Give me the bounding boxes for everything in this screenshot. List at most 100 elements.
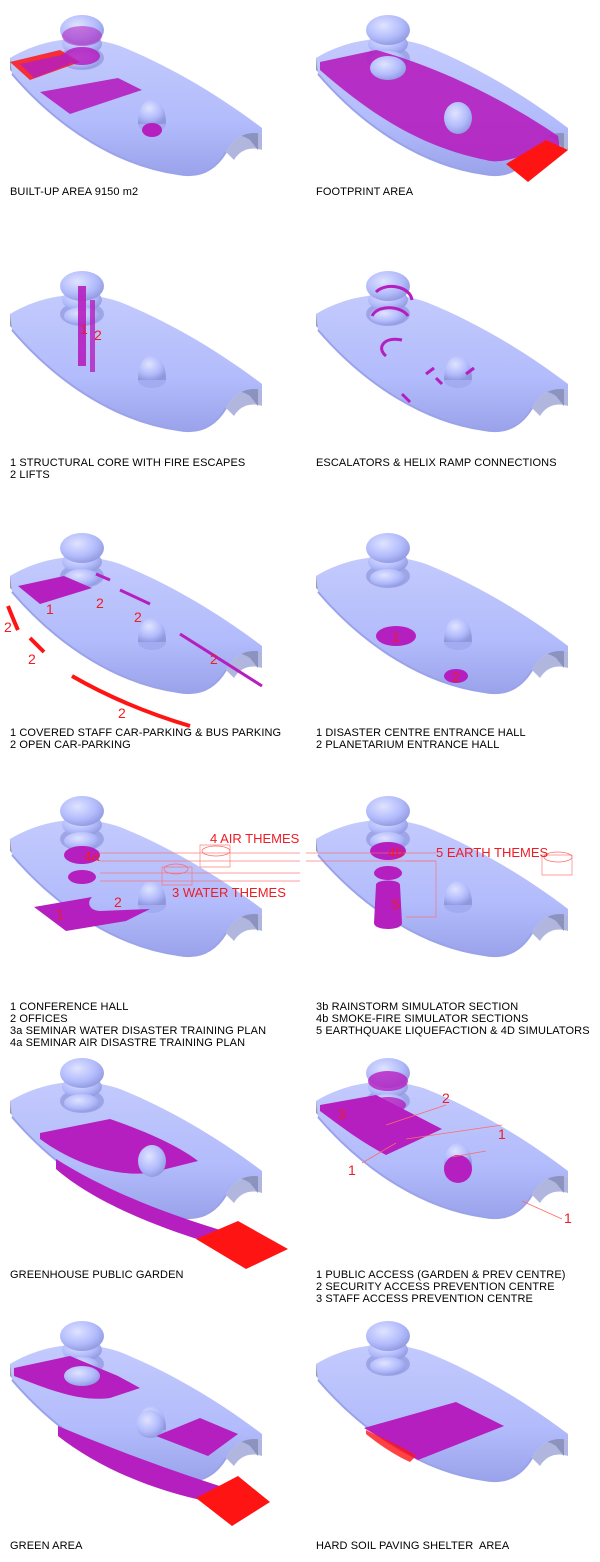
parking-label-2c: 2 [210,651,218,667]
conference-diagram: 4a 1 2 4 AIR THEMES 3 WATER THEMES [10,796,300,958]
building-slab [316,819,568,958]
panel-green: GREEN AREA [0,1306,300,1562]
entrance-label-1: 1 [392,629,400,645]
conference-label-4a: 4a [84,848,100,864]
caption-line: FOOTPRINT AREA [316,186,414,198]
conference-label-water: 3 WATER THEMES [172,885,286,900]
panel-parking: 1 2 2 2 2 2 2 1 COVERED STAFF CAR-PARKIN… [0,518,300,774]
panel-access: 3 2 1 1 1 1 PUBLIC ACCESS (GARDEN & PREV… [306,1043,600,1305]
caption-line: 2 OFFICES [10,1013,68,1025]
entrance-diagram: 1 2 [316,533,568,695]
simulator-label-earth: 5 EARTH THEMES [436,845,549,860]
conference-label-air: 4 AIR THEMES [210,831,300,846]
access-caption: 1 PUBLIC ACCESS (GARDEN & PREV CENTRE)2 … [316,1269,566,1305]
tower-dome [60,1058,104,1113]
planetarium-dome [138,356,166,388]
caption-line: 2 OPEN CAR-PARKING [10,739,131,751]
greenhouse-overlay [40,1119,288,1269]
core-label-2: 2 [94,327,102,343]
planetarium-dome [444,356,472,388]
access-overlay [320,1071,563,1220]
parking-caption: 1 COVERED STAFF CAR-PARKING & BUS PARKIN… [10,727,281,751]
caption-line: 2 PLANETARIUM ENTRANCE HALL [316,739,500,751]
core-overlay [78,286,95,372]
planetarium-dome [444,881,472,913]
simulator-label-5: 5 [392,896,400,912]
conference-label-1: 1 [56,906,64,922]
panel-escalators: ESCALATORS & HELIX RAMP CONNECTIONS [306,256,600,512]
building-slab [10,294,262,433]
tower-dome [366,271,410,326]
parking-label-2f: 2 [118,705,126,721]
builtup-overlay [10,26,162,137]
paving-caption: HARD SOIL PAVING SHELTER AREA [316,1540,509,1552]
caption-line: GREENHOUSE PUBLIC GARDEN [10,1269,184,1281]
parking-label-2d: 2 [4,619,12,635]
paving-overlay [364,1402,504,1462]
caption-line: 1 COVERED STAFF CAR-PARKING & BUS PARKIN… [10,727,282,739]
parking-label-1: 1 [46,601,54,617]
green-diagram [10,1321,270,1526]
tower-dome [366,796,410,851]
green-overlay [14,1356,270,1526]
parking-overlay [6,572,263,728]
panel-simulators: 4b 5 5 EARTH THEMES 3b RAINSTORM SIMULAT… [306,781,600,1037]
paving-diagram [316,1321,568,1483]
escalators-caption: ESCALATORS & HELIX RAMP CONNECTIONS [316,457,557,469]
caption-line: 1 PUBLIC ACCESS (GARDEN & PREV CENTRE) [316,1269,566,1281]
parking-label-2b: 2 [134,609,142,625]
caption-line: 1 DISASTER CENTRE ENTRANCE HALL [316,727,526,739]
tower-dome [366,1321,410,1376]
panel-conference: 4a 1 2 4 AIR THEMES 3 WATER THEMES 1 CON… [0,781,300,1049]
caption-line: HARD SOIL PAVING SHELTER AREA [316,1540,510,1552]
footprint-diagram [316,15,568,182]
simulator-label-4b: 4b [388,844,404,860]
parking-label-2e: 2 [28,651,36,667]
planetarium-dome [138,881,166,913]
caption-line: 4b SMOKE-FIRE SIMULATOR SECTIONS [316,1013,529,1025]
caption-line: 1 CONFERENCE HALL [10,1001,129,1013]
footprint-overlay [320,50,568,182]
caption-line: ESCALATORS & HELIX RAMP CONNECTIONS [316,457,557,469]
parking-diagram: 1 2 2 2 2 2 2 [4,533,263,728]
caption-line: 3 STAFF ACCESS PREVENTION CENTRE [316,1293,533,1305]
entrance-overlay [376,626,468,683]
conference-overlay [34,844,300,931]
planetarium-dome [444,618,472,650]
access-label-1b: 1 [348,1162,356,1178]
caption-line: 2 LIFTS [10,469,50,481]
simulators-diagram: 4b 5 5 EARTH THEMES [306,796,573,958]
caption-line: GREEN AREA [10,1540,83,1552]
access-label-3: 3 [338,1106,346,1122]
planetarium-dome [138,618,166,650]
access-label-1c: 1 [564,1210,572,1226]
panel-builtup: BUILT-UP AREA 9150 m2 [0,0,300,256]
access-label-2: 2 [442,1090,450,1106]
caption-line: 4a SEMINAR AIR DISASTRE TRAINING PLAN [10,1037,246,1049]
greenhouse-diagram [10,1058,288,1269]
footprint-caption: FOOTPRINT AREA [316,186,413,198]
tower-dome [60,796,104,851]
building-slab [316,556,568,695]
tower-dome [366,533,410,588]
caption-line: 2 SECURITY ACCESS PREVENTION CENTRE [316,1281,555,1293]
green-caption: GREEN AREA [10,1540,83,1552]
parking-label-2a: 2 [96,595,104,611]
core-diagram: 1 2 [10,271,262,433]
building-slab [10,556,262,695]
caption-line: BUILT-UP AREA 9150 m2 [10,186,139,198]
building-slab [10,38,262,177]
access-label-1a: 1 [498,1126,506,1142]
simulator-overlay [306,842,573,929]
builtup-diagram [10,15,262,177]
caption-line: 3a SEMINAR WATER DISASTER TRAINING PLAN [10,1025,267,1037]
conference-label-2: 2 [114,894,122,910]
panel-paving: HARD SOIL PAVING SHELTER AREA [306,1306,600,1562]
entrance-label-2: 2 [452,669,460,685]
panel-greenhouse: GREENHOUSE PUBLIC GARDEN [0,1043,300,1299]
